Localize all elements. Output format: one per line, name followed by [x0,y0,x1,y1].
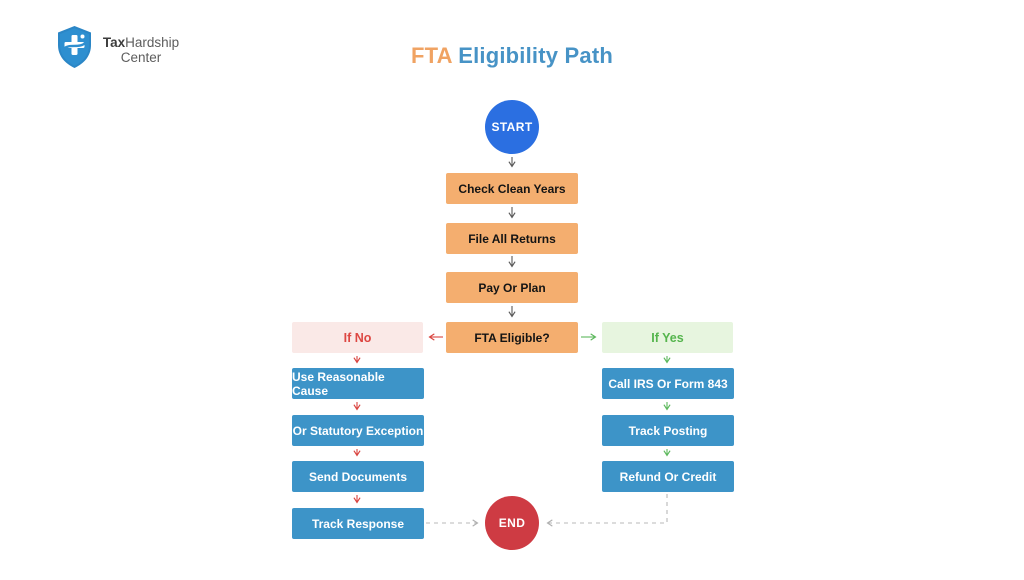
step-track-response: Track Response [292,508,424,539]
brand-name-rest: Hardship [125,35,180,50]
step-refund-or-credit: Refund Or Credit [602,461,734,492]
page-title-main: Eligibility Path [451,43,613,68]
shield-icon [58,26,91,68]
start-node: START [485,100,539,154]
step-use-reasonable-cause: Use Reasonable Cause [292,368,424,399]
step-pay-or-plan: Pay Or Plan [446,272,578,303]
step-call-irs-or-form-843: Call IRS Or Form 843 [602,368,734,399]
step-track-posting: Track Posting [602,415,734,446]
condition-if-yes: If Yes [602,322,733,353]
condition-if-no: If No [292,322,423,353]
brand-logo: TaxHardship Center [56,25,181,69]
page-title: FTA Eligibility Path [0,43,1024,69]
end-node: END [485,496,539,550]
arrows-to-end [426,494,668,527]
step-file-all-returns: File All Returns [446,223,578,254]
brand-name-line2: Center [120,50,162,65]
brand-name-bold: Tax [102,35,126,50]
arrow-refund-to-end [546,494,668,527]
brand-name: TaxHardship Center [101,35,181,65]
step-check-clean-years: Check Clean Years [446,173,578,204]
step-or-statutory-exception: Or Statutory Exception [292,415,424,446]
step-send-documents: Send Documents [292,461,424,492]
page-title-accent: FTA [410,43,452,68]
decision-fta-eligible: FTA Eligible? [446,322,578,353]
